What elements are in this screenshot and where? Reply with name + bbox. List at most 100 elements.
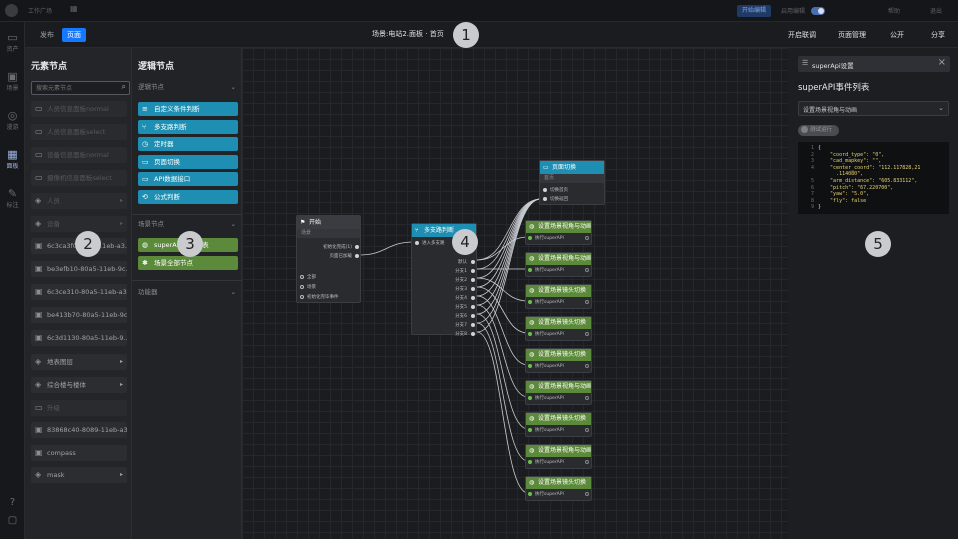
element-item[interactable]: ◈人员▸: [31, 193, 127, 209]
node-superapi-action[interactable]: ◍设置场景镜头切换执行superAPI: [525, 348, 592, 373]
input-pin[interactable]: [528, 428, 532, 432]
input-pin[interactable]: [300, 275, 304, 279]
output-pin[interactable]: [585, 492, 589, 496]
help-icon[interactable]: ?: [9, 497, 16, 508]
code-editor[interactable]: 1{2 "coord_type": "0",3 "cad_mapkey": ""…: [798, 142, 949, 214]
input-pin[interactable]: [528, 492, 532, 496]
edit-toggle[interactable]: [811, 7, 825, 15]
element-item[interactable]: ▣compass: [31, 445, 127, 461]
app-logo-icon[interactable]: [5, 4, 18, 17]
public-button[interactable]: 公开: [890, 31, 904, 39]
input-pin[interactable]: [543, 197, 547, 201]
input-pin[interactable]: [300, 285, 304, 289]
test-run-button[interactable]: 测试运行: [798, 125, 840, 136]
event-select[interactable]: 设置场景视角与动画 ⌄: [798, 101, 949, 116]
scene-node-item[interactable]: ✱场景全部节点: [138, 256, 238, 270]
start-debug-button[interactable]: 开启联调: [788, 31, 816, 39]
node-superapi-action[interactable]: ◍设置场景镜头切换执行superAPI: [525, 316, 592, 341]
output-pin[interactable]: [471, 278, 475, 282]
logic-node-item[interactable]: ⑂多支路判断: [138, 119, 238, 134]
output-pin[interactable]: [585, 300, 589, 304]
element-item[interactable]: ▭人员信息面板normal: [31, 101, 127, 117]
input-pin[interactable]: [528, 460, 532, 464]
element-item[interactable]: ▣6c3d1130-80a5-11eb-9...: [31, 330, 127, 346]
output-pin[interactable]: [585, 268, 589, 272]
node-superapi-action[interactable]: ◍设置场景视角与动画执行superAPI: [525, 380, 592, 405]
input-pin[interactable]: [415, 241, 419, 245]
output-pin[interactable]: [471, 269, 475, 273]
input-pin[interactable]: [543, 188, 547, 192]
node-page-switch[interactable]: ▭页面切换 首页 切换首页 切换返回: [539, 160, 605, 205]
input-pin[interactable]: [528, 268, 532, 272]
rail-item-folder[interactable]: ▭资产: [4, 32, 21, 54]
section-scene-nodes[interactable]: 场景节点⌄: [138, 218, 238, 230]
element-item[interactable]: ▭升级: [31, 400, 127, 416]
tab-publish[interactable]: 发布: [40, 31, 54, 39]
logic-node-item[interactable]: ▭页面切换: [138, 154, 238, 169]
element-item[interactable]: ◈设备▸: [31, 216, 127, 232]
share-button[interactable]: 分享: [931, 31, 945, 39]
rail-item-image[interactable]: ▣场景: [4, 71, 21, 93]
page-manage-button[interactable]: 页面管理: [838, 31, 866, 39]
node-superapi-action[interactable]: ◍设置场景镜头切换执行superAPI: [525, 284, 592, 309]
logic-node-item[interactable]: ◷定时器: [138, 137, 238, 151]
rail-item-edit[interactable]: ✎标注: [4, 188, 21, 210]
logic-node-item[interactable]: ≡自定义条件判断: [138, 102, 238, 116]
element-item[interactable]: ▭摄像机信息面板select: [31, 170, 127, 186]
superapi-tab[interactable]: ☰ superApi设置 ×: [798, 56, 950, 72]
output-pin[interactable]: [355, 254, 359, 258]
flow-canvas[interactable]: ⚑开始 场景 初始化完成(1) 页面已加载 全部 场景 初始化完毕事件 ⑂多支路…: [242, 48, 788, 539]
node-start[interactable]: ⚑开始 场景 初始化完成(1) 页面已加载 全部 场景 初始化完毕事件: [296, 215, 361, 303]
node-superapi-action[interactable]: ◍设置场景镜头切换执行superAPI: [525, 476, 592, 501]
output-pin[interactable]: [585, 396, 589, 400]
workspace-link[interactable]: 工作广场: [28, 8, 53, 15]
node-superapi-action[interactable]: ◍设置场景镜头切换执行superAPI: [525, 412, 592, 437]
output-pin[interactable]: [471, 305, 475, 309]
rail-item-compass[interactable]: ◎漫游: [4, 110, 21, 132]
output-pin[interactable]: [585, 236, 589, 240]
element-item[interactable]: ▭人员信息面板select: [31, 124, 127, 140]
node-superapi-action[interactable]: ◍设置场景视角与动画执行superAPI: [525, 252, 592, 277]
output-pin[interactable]: [471, 314, 475, 318]
section-logic-nodes[interactable]: 逻辑节点⌄: [138, 81, 238, 93]
output-pin[interactable]: [471, 296, 475, 300]
input-pin[interactable]: [528, 396, 532, 400]
input-pin[interactable]: [528, 300, 532, 304]
element-item[interactable]: ▣83868c40-8089-11eb-a3...: [31, 422, 127, 438]
node-superapi-action[interactable]: ◍设置场景视角与动画执行superAPI: [525, 220, 592, 245]
element-item[interactable]: ▣be3efb10-80a5-11eb-9c...: [31, 261, 127, 277]
logout-link[interactable]: 退出: [930, 8, 943, 15]
output-pin[interactable]: [471, 287, 475, 291]
element-item[interactable]: ▭设备信息面板normal: [31, 147, 127, 163]
element-search-input[interactable]: [36, 83, 116, 94]
node-superapi-action[interactable]: ◍设置场景视角与动画执行superAPI: [525, 444, 592, 469]
input-pin[interactable]: [528, 332, 532, 336]
output-pin[interactable]: [471, 332, 475, 336]
settings-icon[interactable]: ▢: [7, 515, 18, 526]
grid-icon[interactable]: ▦: [70, 4, 78, 13]
logic-node-item[interactable]: ▭API数据接口: [138, 172, 238, 186]
close-icon[interactable]: ×: [937, 57, 946, 68]
element-item[interactable]: ◈地表图层▸: [31, 354, 127, 370]
output-pin[interactable]: [355, 245, 359, 249]
element-item[interactable]: ◈综合楼与楼体▸: [31, 377, 127, 393]
output-pin[interactable]: [471, 260, 475, 264]
input-pin[interactable]: [528, 236, 532, 240]
edit-mode-button[interactable]: 开始编辑: [737, 5, 772, 17]
element-item[interactable]: ◈mask▸: [31, 467, 127, 483]
tab-page[interactable]: 页面: [62, 28, 86, 42]
element-search-box[interactable]: ⌕: [31, 81, 130, 95]
help-link[interactable]: 帮助: [888, 8, 901, 15]
input-pin[interactable]: [528, 364, 532, 368]
output-pin[interactable]: [585, 460, 589, 464]
element-item[interactable]: ▣be413b70-80a5-11eb-9c...: [31, 307, 127, 323]
element-item[interactable]: ▣6c3ce310-80a5-11eb-a3...: [31, 284, 127, 300]
output-pin[interactable]: [471, 323, 475, 327]
rail-item-grid[interactable]: ▦面板: [4, 149, 21, 171]
output-pin[interactable]: [585, 364, 589, 368]
section-functions[interactable]: 功能器⌄: [138, 286, 238, 298]
output-pin[interactable]: [585, 332, 589, 336]
output-pin[interactable]: [585, 428, 589, 432]
search-icon[interactable]: ⌕: [121, 82, 126, 91]
input-pin[interactable]: [300, 295, 304, 299]
